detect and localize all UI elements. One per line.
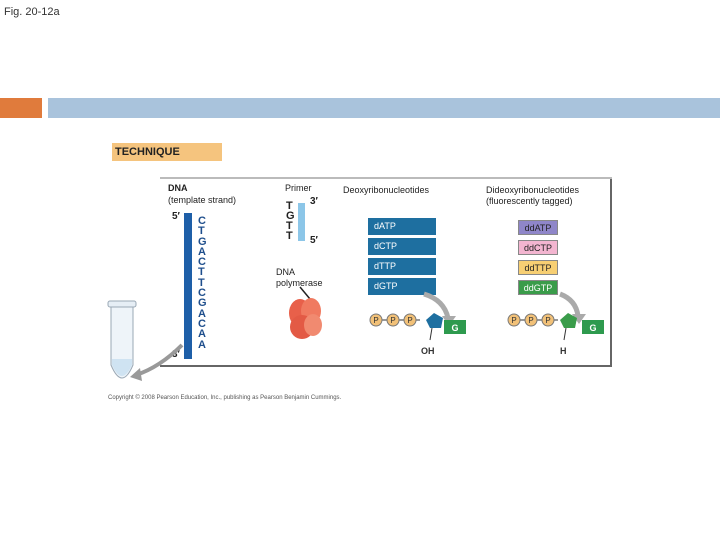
phosphate-label: P — [511, 316, 516, 325]
phosphate — [403, 313, 417, 327]
phosphate — [541, 313, 555, 327]
base: A — [198, 307, 206, 320]
base-g — [444, 320, 466, 334]
dideoxy-structure: P P P H G — [507, 291, 604, 356]
primer-end-3: 3′ — [310, 196, 318, 207]
deoxy-structure: P P P OH G — [369, 291, 466, 356]
template-strand — [184, 213, 192, 359]
phosphate — [524, 313, 538, 327]
polymerase-pointer — [299, 286, 311, 300]
base: G — [286, 210, 295, 222]
deoxy-header: Deoxyribonucleotides — [343, 185, 430, 195]
base: C — [198, 256, 206, 269]
ddATP-box: ddATP — [518, 220, 558, 235]
base: C — [198, 215, 206, 227]
phosphate — [369, 313, 383, 327]
dideoxy-arrow-head — [572, 314, 586, 324]
arrow-to-tube — [135, 343, 184, 377]
figure-label: Fig. 20-12a — [4, 6, 60, 18]
ddCTP-box: ddCTP — [518, 240, 558, 255]
tube-liquid — [112, 359, 132, 376]
template-end-3: 3′ — [172, 349, 180, 360]
dideoxy-header-line1: Dideoxyribonucleotides — [486, 185, 580, 195]
polymerase-lobe — [304, 314, 322, 336]
dTTP-box: dTTP — [368, 258, 436, 275]
base: C — [198, 287, 206, 300]
phosphate-label: P — [545, 316, 550, 325]
phosphate-label: P — [373, 316, 378, 325]
polymerase-label-line2: polymerase — [276, 278, 323, 288]
primer-end-5: 5′ — [310, 235, 318, 246]
test-tube-graphic — [107, 300, 184, 381]
base: A — [198, 338, 206, 351]
dideoxy-header-line2: (fluorescently tagged) — [486, 196, 573, 206]
dideoxy-end-group: H — [560, 346, 567, 356]
header-accent-bar — [0, 98, 42, 118]
sugar-h-bond — [563, 327, 567, 341]
base: T — [286, 230, 293, 242]
template-end-5: 5′ — [172, 211, 180, 222]
base-label: G — [451, 323, 458, 333]
dGTP-box: dGTP — [368, 278, 436, 295]
copyright-notice: Copyright © 2008 Pearson Education, Inc.… — [108, 395, 342, 401]
primer-strand — [298, 203, 305, 241]
base: T — [198, 225, 205, 238]
phosphate-label: P — [407, 316, 412, 325]
primer-sequence: T G T T — [286, 200, 295, 242]
polymerase-graphic — [289, 286, 322, 339]
phosphate — [386, 313, 400, 327]
panel-top-border — [160, 177, 612, 179]
phosphate-label: P — [390, 316, 395, 325]
base: G — [198, 235, 207, 248]
header-bar — [48, 98, 720, 118]
base: T — [198, 276, 205, 289]
sugar-oh-bond — [429, 327, 433, 341]
tube-rim — [107, 300, 137, 308]
sugar — [560, 313, 577, 328]
base: T — [286, 220, 293, 232]
primer-label: Primer — [285, 183, 312, 193]
polymerase-label-line1: DNA — [276, 267, 296, 277]
base: G — [198, 297, 207, 310]
technique-label: TECHNIQUE — [112, 143, 222, 161]
base-label: G — [589, 323, 596, 333]
base: T — [286, 200, 293, 212]
dideoxy-arrow — [559, 291, 581, 317]
sugar — [426, 313, 443, 328]
phosphate — [507, 313, 521, 327]
ddTTP-box: ddTTP — [518, 260, 558, 275]
base: C — [198, 317, 206, 330]
base: A — [198, 328, 206, 341]
dATP-box: dATP — [368, 218, 436, 235]
dCTP-box: dCTP — [368, 238, 436, 255]
base-g — [582, 320, 604, 334]
template-label-line1: DNA — [168, 183, 188, 193]
base: A — [198, 245, 206, 258]
base: T — [198, 266, 205, 279]
ddGTP-box: ddGTP — [518, 280, 558, 295]
deoxy-end-group: OH — [421, 346, 435, 356]
template-label-line2: (template strand) — [168, 195, 237, 205]
template-sequence: C T G A C T T C G A C A A — [198, 215, 207, 351]
phosphate-label: P — [528, 316, 533, 325]
arrow-head — [130, 368, 142, 381]
deoxy-arrow — [423, 291, 451, 319]
